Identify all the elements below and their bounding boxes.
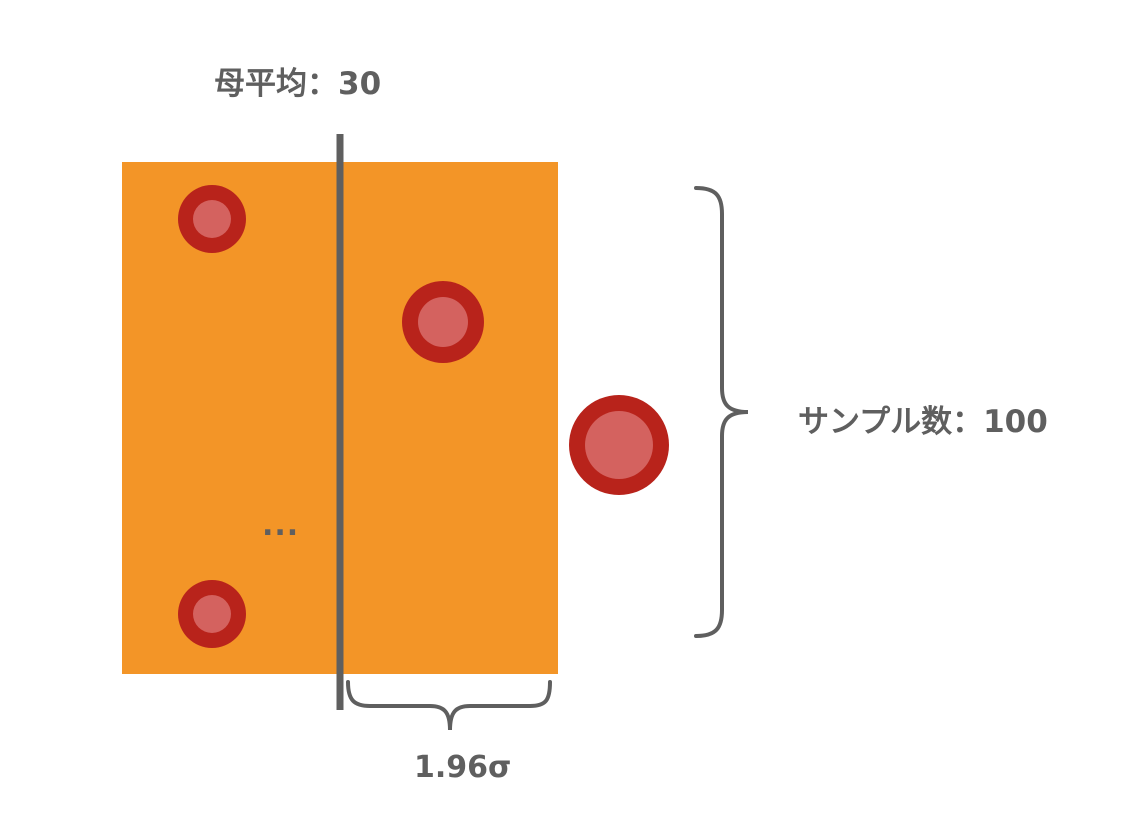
population-mean-label: 母平均：30 <box>214 66 382 102</box>
sample-point-top-left <box>178 185 246 253</box>
sample-point-bottom-left <box>178 580 246 648</box>
sample-count-brace <box>694 186 749 638</box>
sample-count-label: サンプル数：100 <box>798 404 1048 440</box>
sample-point-center-right <box>402 281 484 363</box>
ellipsis-label: ... <box>262 508 300 543</box>
interval-width-label: 1.96σ <box>414 750 512 785</box>
interval-brace <box>346 680 552 731</box>
sample-point-outside <box>569 395 669 495</box>
